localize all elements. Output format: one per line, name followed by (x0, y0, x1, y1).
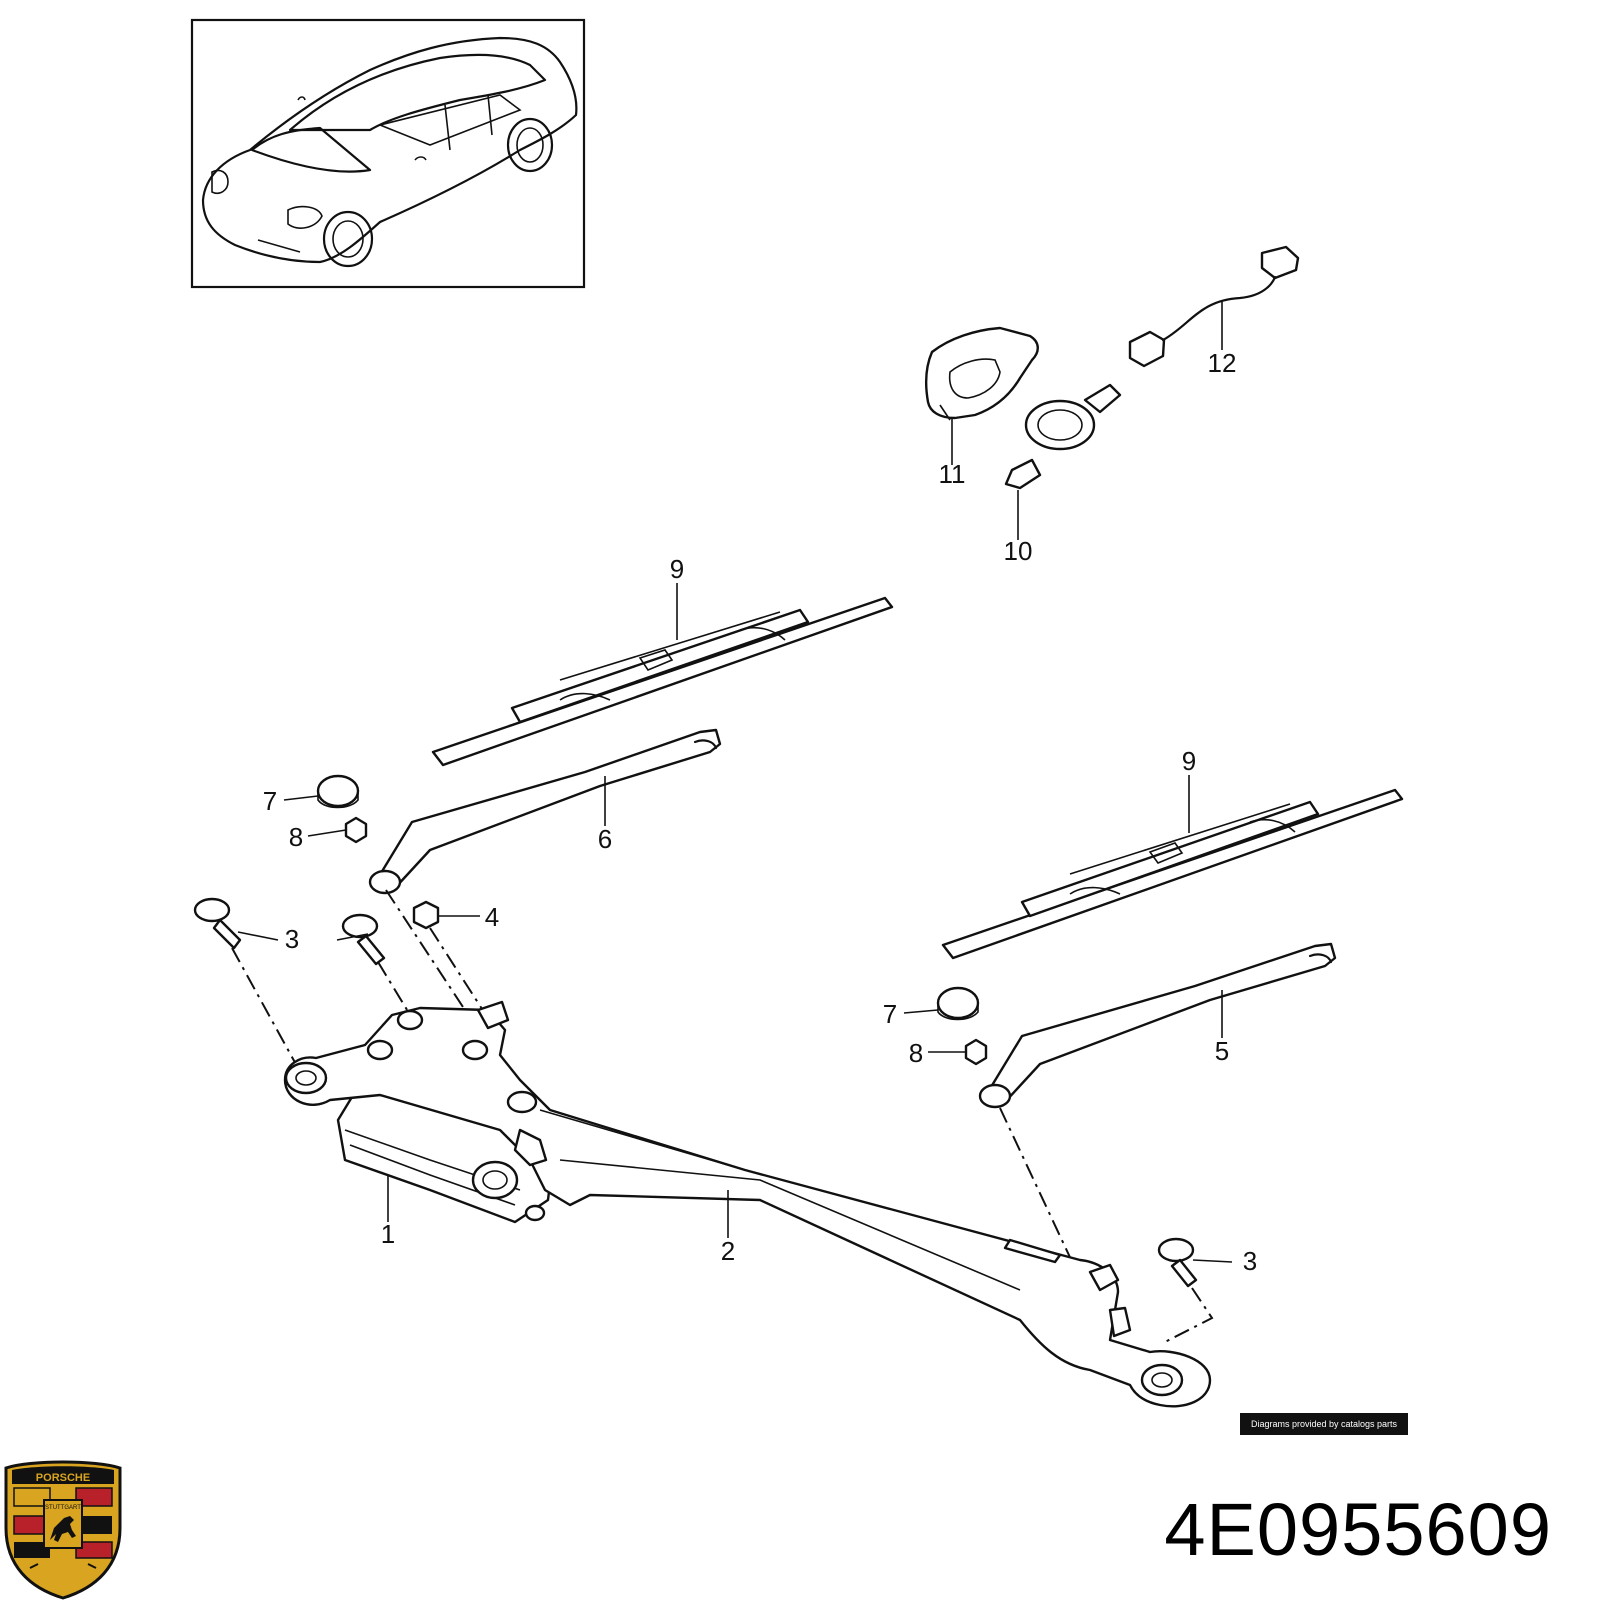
callout-7-left: 7 (263, 786, 277, 816)
wiper-blade-right (941, 788, 1404, 960)
callout-5: 5 (1215, 1036, 1229, 1066)
porsche-crest-logo: PORSCHE STUTTGART (4, 1460, 122, 1600)
callout-9-upper: 9 (670, 554, 684, 584)
callout-6: 6 (598, 824, 612, 854)
car-outline-icon (201, 36, 578, 268)
callout-3-right: 3 (1243, 1246, 1257, 1276)
bolt-2 (341, 913, 386, 966)
crest-top-text: PORSCHE (36, 1472, 90, 1484)
wiper-arm-left (368, 728, 722, 895)
wiper-blade-left (431, 596, 894, 767)
rain-sensor-cover (924, 326, 1039, 421)
bolt-1 (193, 897, 242, 950)
callout-7-right: 7 (883, 999, 897, 1029)
diagram-credit-label: Diagrams provided by catalogs parts (1240, 1413, 1408, 1435)
bolt-3 (1157, 1237, 1198, 1288)
hex-nut-right (964, 1038, 988, 1066)
callout-9-lower: 9 (1182, 746, 1196, 776)
hex-nut-left (344, 816, 368, 844)
callout-8-right: 8 (909, 1038, 923, 1068)
callouts: 1 2 3 3 4 5 6 7 7 8 8 9 9 10 11 12 (263, 348, 1257, 1276)
callout-2: 2 (721, 1236, 735, 1266)
cover-cap-left (316, 774, 360, 809)
wiper-linkage (283, 1000, 1212, 1408)
callout-10: 10 (1004, 536, 1033, 566)
callout-8-left: 8 (289, 822, 303, 852)
vehicle-overview-inset (190, 18, 586, 289)
callout-12: 12 (1208, 348, 1237, 378)
part-number: 4E0955609 (1164, 1488, 1552, 1571)
wiring-harness (1128, 245, 1300, 368)
callout-11: 11 (939, 459, 966, 489)
cover-cap-right (936, 986, 980, 1021)
wiper-arm-right (978, 942, 1337, 1109)
crest-city-text: STUTTGART (45, 1505, 81, 1511)
horse-icon (50, 1516, 76, 1542)
callout-3-left: 3 (285, 924, 299, 954)
rain-sensor (1004, 383, 1122, 490)
callout-4: 4 (485, 902, 499, 932)
hex-nut-4 (412, 900, 440, 930)
leader-lines (237, 300, 1233, 1263)
callout-1: 1 (381, 1219, 395, 1249)
